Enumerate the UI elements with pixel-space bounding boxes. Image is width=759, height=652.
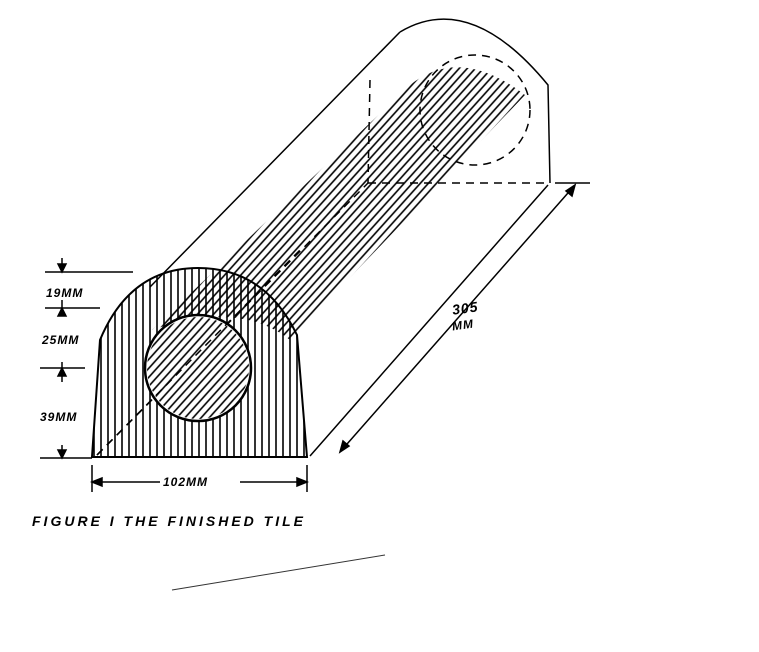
figure-caption: FIGURE I THE FINISHED TILE: [32, 513, 307, 529]
dim-width-label: 102MM: [163, 475, 209, 489]
stray-pen-stroke: [171, 554, 386, 591]
top-edge: [149, 31, 401, 288]
dim-middle-label: 25MM: [42, 333, 80, 347]
bore-hatching: [152, 67, 525, 340]
dimension-lines: [40, 182, 590, 492]
dim-bottom-label: 39MM: [40, 410, 78, 424]
dim-top-label: 19MM: [46, 286, 84, 300]
bottom-edge: [309, 184, 549, 457]
back-arch: [399, 18, 551, 184]
